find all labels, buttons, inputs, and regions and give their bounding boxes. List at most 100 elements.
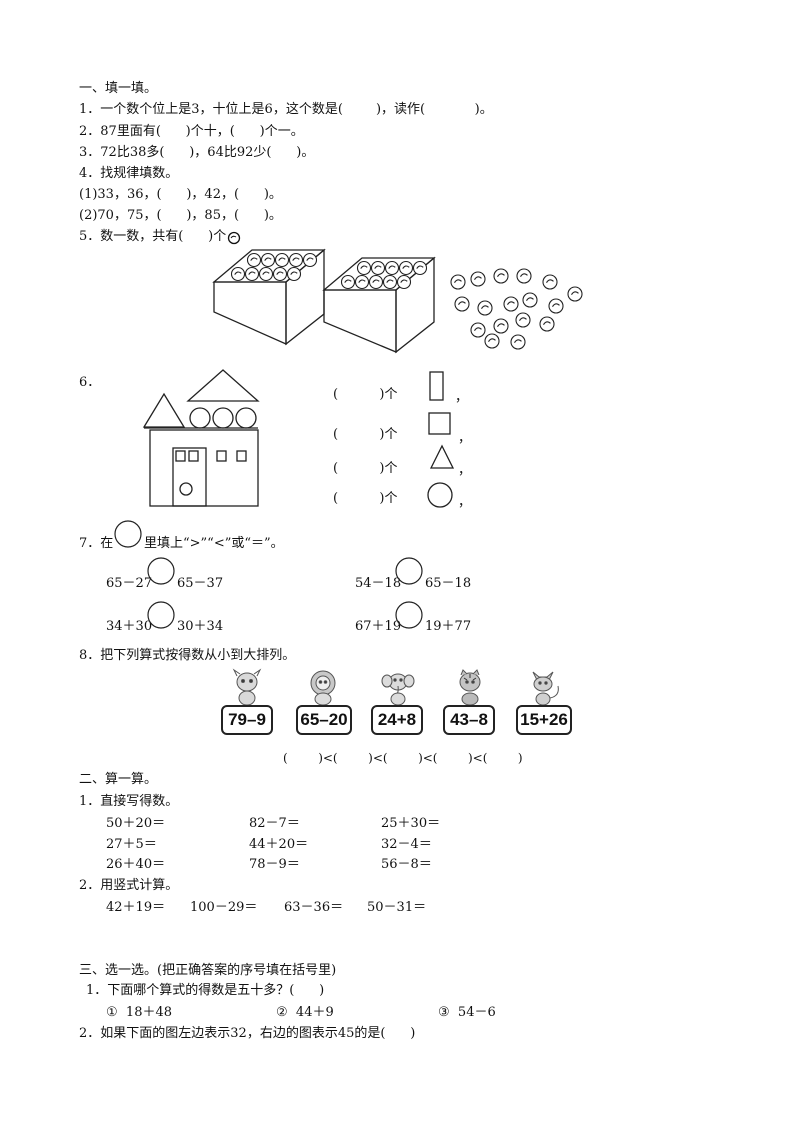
ball-icon <box>272 266 288 282</box>
compare-circle-a[interactable] <box>146 555 178 587</box>
ball-icon <box>539 316 555 332</box>
ball-icon <box>230 266 246 282</box>
ball-icon <box>274 252 290 268</box>
calc-item: 32－4＝ <box>381 837 432 852</box>
calc-item: 78－9＝ <box>249 857 300 872</box>
window-square <box>188 450 199 462</box>
circle-shape <box>212 407 234 429</box>
question-1-4a: (1)33，36，( )，42，( )。 <box>79 187 282 202</box>
ball-icon <box>548 298 564 314</box>
question-3-2: 2．如果下面的图左边表示32，右边的图表示45的是( ) <box>79 1026 416 1041</box>
compare-circle-b[interactable] <box>394 555 426 587</box>
compare-c-left: 34＋30 <box>106 619 153 634</box>
triangle-icon <box>429 444 455 469</box>
square-icon <box>428 412 451 435</box>
ball-icon <box>484 333 500 349</box>
ball-icon <box>542 274 558 290</box>
calc-item: 44＋20＝ <box>249 837 309 852</box>
ball-icon <box>244 266 260 282</box>
ball-icon <box>260 252 276 268</box>
ball-icon <box>288 252 304 268</box>
dragon-icon <box>232 668 262 706</box>
question-1-4: 4．找规律填数。 <box>79 166 179 181</box>
compare-c-right: 30＋34 <box>177 619 224 634</box>
count-squares: ( )个 <box>333 427 398 442</box>
window-square <box>216 450 227 462</box>
calc-item: 25＋30＝ <box>381 816 441 831</box>
ball-icon <box>258 266 274 282</box>
compare-b-left: 54－18 <box>355 576 402 591</box>
question-2-2: 2．用竖式计算。 <box>79 878 179 893</box>
count-circles: ( )个 <box>333 491 398 506</box>
question-1-7-prefix: 7．在 <box>79 536 114 551</box>
ball-icon <box>477 300 493 316</box>
ball-icon <box>354 274 370 290</box>
ball-icon <box>382 274 398 290</box>
expression-card: 79–9 <box>221 705 273 735</box>
circle-shape <box>189 407 211 429</box>
option-2: ② 44＋9 <box>276 1005 334 1020</box>
triangle-roof-top <box>186 369 260 402</box>
circle-shape <box>235 407 257 429</box>
expression-card: 43–8 <box>443 705 495 735</box>
ball-icon <box>370 260 386 276</box>
compare-circle-icon <box>114 520 142 548</box>
ball-icon <box>398 260 414 276</box>
count-triangles: ( )个 <box>333 461 398 476</box>
question-1-5: 5．数一数，共有( )个 <box>79 229 227 244</box>
ball-icon <box>470 271 486 287</box>
expression-card: 65–20 <box>296 705 352 735</box>
calc-item: 50＋20＝ <box>106 816 166 831</box>
shape-legend <box>427 371 455 508</box>
expression-card: 15+26 <box>516 705 572 735</box>
question-1-6: 6． <box>79 375 101 390</box>
lion-icon <box>310 670 336 706</box>
option-3: ③ 54－6 <box>438 1005 496 1020</box>
circle-icon <box>427 482 453 508</box>
ball-icon <box>503 296 519 312</box>
house-shapes-figure <box>142 369 260 507</box>
calc-item: 27＋5＝ <box>106 837 157 852</box>
compare-a-right: 65－37 <box>177 576 224 591</box>
ball-icon <box>454 296 470 312</box>
calc-item: 82－7＝ <box>249 816 300 831</box>
ball-boxes-figure <box>212 248 583 354</box>
window-square <box>175 450 186 462</box>
compare-b-right: 65－18 <box>425 576 472 591</box>
compare-d-right: 19＋77 <box>425 619 472 634</box>
compare-circle-c[interactable] <box>146 599 178 631</box>
ball-icon <box>450 274 466 290</box>
house-body <box>149 429 259 507</box>
ball-icon <box>567 286 583 302</box>
ball-icon <box>246 252 262 268</box>
question-1-3: 3．72比38多( )，64比92少( )。 <box>79 145 315 160</box>
ball-icon <box>356 260 372 276</box>
ball-icon <box>412 260 428 276</box>
compare-a-left: 65－27 <box>106 576 153 591</box>
count-rectangles: ( )个 <box>333 387 398 402</box>
triangle-roof-left <box>142 392 186 428</box>
ball-icon <box>340 274 356 290</box>
ball-icon <box>368 274 384 290</box>
question-1-4b: (2)70，75，( )，85，( )。 <box>79 208 282 223</box>
compare-d-left: 67＋19 <box>355 619 402 634</box>
ball-icon <box>384 260 400 276</box>
ball-icon <box>522 292 538 308</box>
comma: ， <box>458 495 472 510</box>
ball-icon <box>510 334 526 350</box>
question-1-1: 1．一个数个位上是3，十位上是6，这个数是( )，读作( )。 <box>79 102 493 117</box>
option-1: ① 18＋48 <box>106 1005 173 1020</box>
compare-circle-d[interactable] <box>394 599 426 631</box>
calc-item: 56－8＝ <box>381 857 432 872</box>
ball-icon <box>227 231 241 245</box>
comma: ， <box>458 463 472 478</box>
elephant-icon <box>381 673 415 706</box>
question-1-2: 2．87里面有( )个十，( )个一。 <box>79 124 304 139</box>
small-circle <box>179 482 193 496</box>
comma: ， <box>458 431 472 446</box>
ordering-answer-line: ( )<( )<( )<( )<( ) <box>283 751 523 765</box>
ball-icon <box>470 322 486 338</box>
section1-title: 一、填一填。 <box>79 81 158 96</box>
vertical-calc-item: 50－31＝ <box>367 900 427 915</box>
section2-title: 二、算一算。 <box>79 772 158 787</box>
